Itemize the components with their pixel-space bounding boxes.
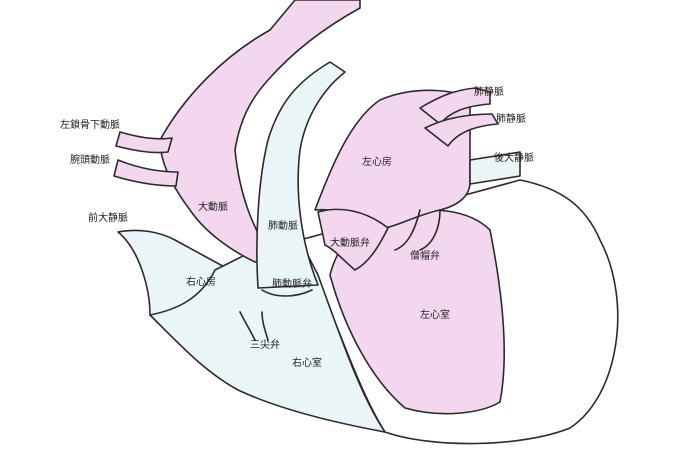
aorta bbox=[159, 0, 361, 263]
brachiocephalic-artery bbox=[113, 159, 179, 187]
label-brachiocephalic-artery: 腕頭動脈 bbox=[70, 153, 110, 166]
pulmonary-artery bbox=[256, 61, 346, 289]
label-left-atrium: 左心房 bbox=[362, 155, 392, 168]
label-pulmonary-vein-2: 肺静脈 bbox=[496, 112, 526, 125]
inferior-vena-cava bbox=[469, 151, 521, 185]
label-pulmonary-artery: 肺動脈 bbox=[268, 219, 298, 232]
aortic-root bbox=[317, 208, 389, 271]
mitral-valve bbox=[394, 209, 441, 251]
label-left-subclavian-artery: 左鎖骨下動脈 bbox=[60, 118, 120, 131]
label-pulmonary-vein-1: 肺静脈 bbox=[474, 85, 504, 98]
label-right-ventricle: 右心室 bbox=[292, 356, 322, 369]
tricuspid-valve bbox=[239, 311, 269, 341]
label-inferior-vena-cava: 後大静脈 bbox=[494, 151, 534, 164]
label-right-atrium: 右心房 bbox=[186, 275, 216, 288]
label-tricuspid-valve: 三尖弁 bbox=[250, 338, 280, 351]
label-pulmonary-valve: 肺動脈弁 bbox=[272, 277, 312, 290]
pulmonary-vein-upper bbox=[419, 87, 491, 125]
label-aorta: 大動脈 bbox=[198, 200, 228, 213]
pulmonary-valve bbox=[261, 289, 313, 297]
label-superior-vena-cava: 前大静脈 bbox=[88, 211, 128, 224]
label-aortic-valve: 大動脈弁 bbox=[330, 236, 370, 249]
pulmonary-vein-lower bbox=[424, 113, 499, 147]
label-left-ventricle: 左心室 bbox=[420, 308, 450, 321]
left-subclavian-artery bbox=[115, 131, 173, 154]
label-mitral-valve: 僧帽弁 bbox=[410, 249, 440, 262]
